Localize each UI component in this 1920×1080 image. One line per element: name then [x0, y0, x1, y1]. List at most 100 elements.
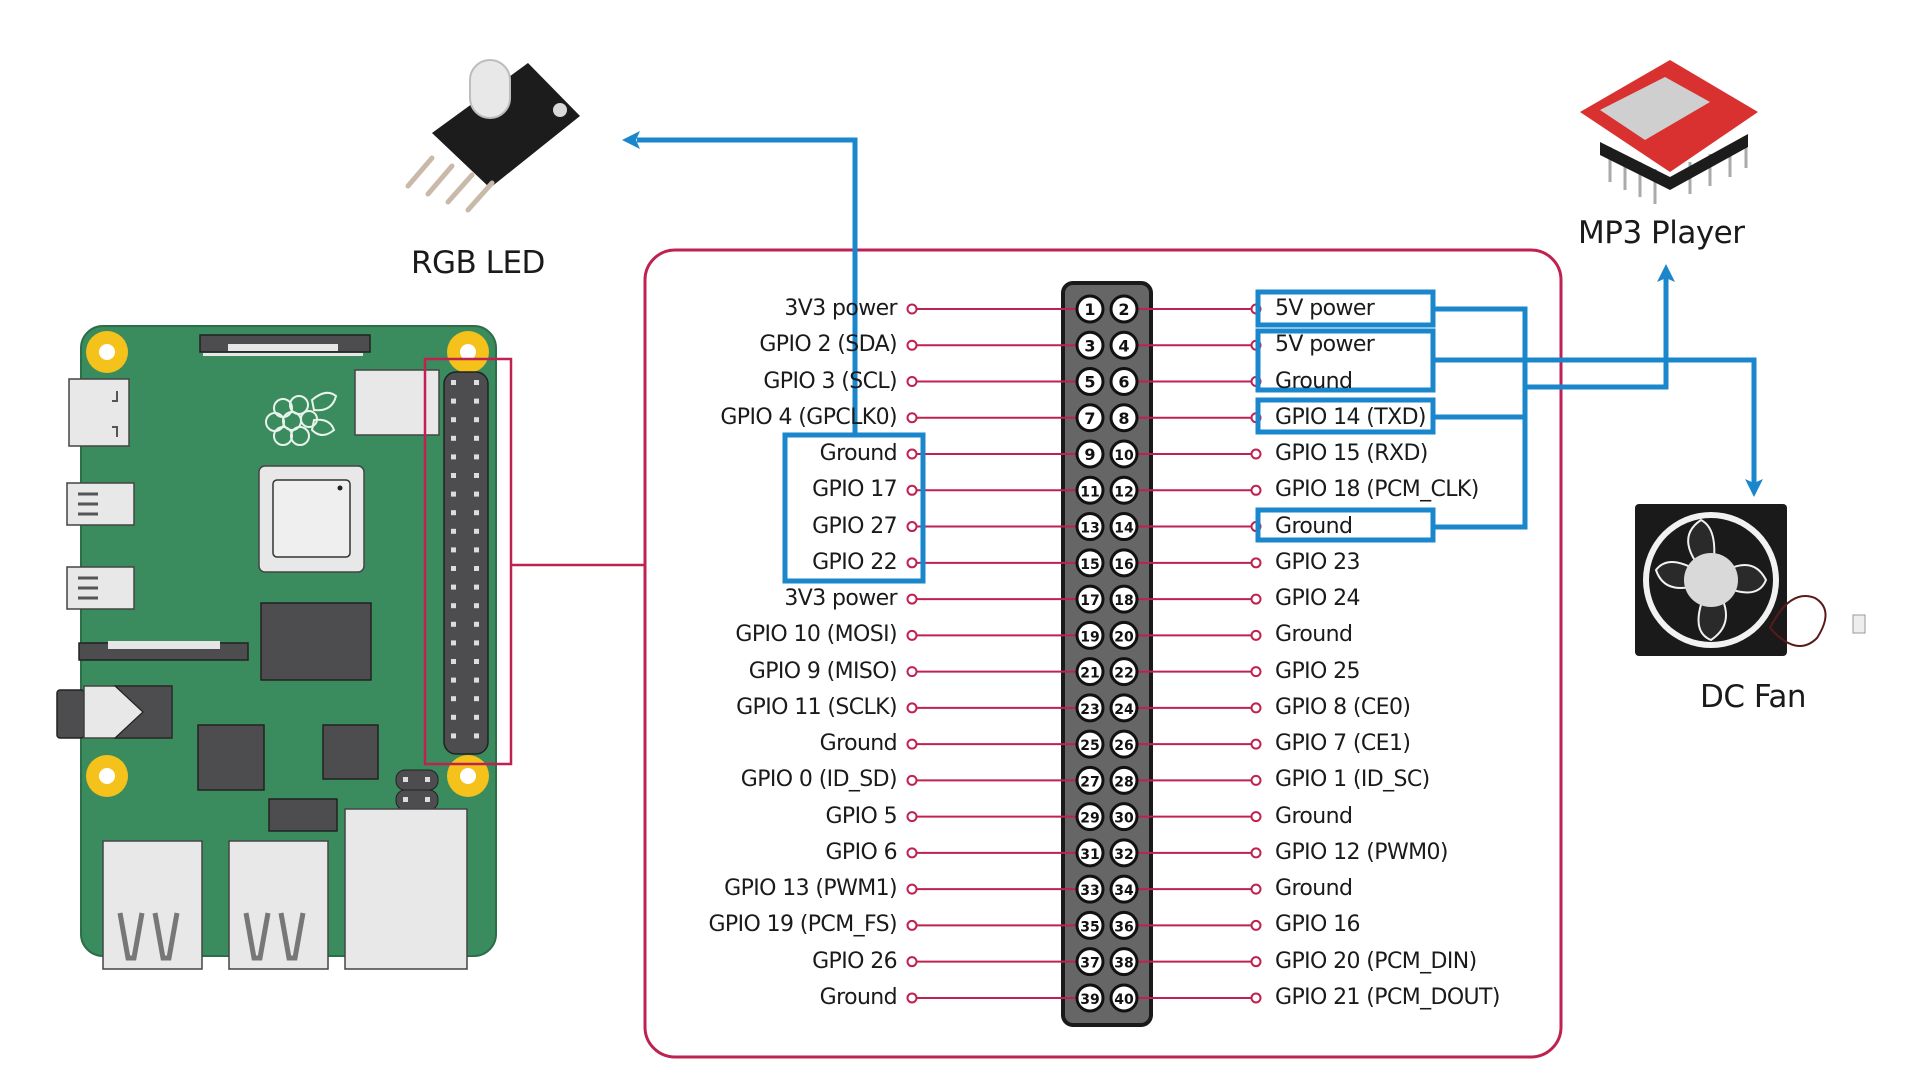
ram-chip [260, 602, 372, 681]
pin-number: 7 [1084, 409, 1095, 428]
pin-terminal-icon [1250, 738, 1262, 750]
pin-23 [1075, 693, 1105, 723]
gpio-highlight-box [423, 357, 513, 766]
pin-label-6: Ground [1275, 368, 1353, 394]
usb-c-port [68, 378, 130, 447]
pin-terminal-icon [906, 629, 918, 641]
pin-terminal-icon [1250, 666, 1262, 678]
pin-number: 23 [1080, 702, 1099, 718]
pin-terminal-icon [1250, 557, 1262, 569]
usb-controller-chip [197, 724, 265, 791]
pin-5 [1075, 367, 1105, 397]
pin-label-24: GPIO 8 (CE0) [1275, 694, 1411, 720]
pin-number: 8 [1118, 409, 1129, 428]
pin-label-19: GPIO 10 (MOSI) [735, 622, 897, 648]
pinout-frame [643, 248, 1563, 1059]
pin-terminal-icon [1250, 448, 1262, 460]
pin-1 [1075, 294, 1105, 324]
pin-label-18: GPIO 24 [1275, 586, 1361, 612]
pin-label-13: GPIO 27 [812, 513, 898, 539]
pin-39 [1075, 983, 1105, 1013]
pin-label-32: GPIO 12 (PWM0) [1275, 839, 1448, 865]
pin-number: 35 [1080, 919, 1099, 935]
ethernet-port [344, 808, 468, 970]
rgb-led-module [405, 59, 580, 213]
pin-22 [1109, 657, 1139, 687]
pin-label-22: GPIO 25 [1275, 658, 1361, 684]
pin-number: 10 [1114, 448, 1134, 464]
pin-12 [1109, 475, 1139, 505]
pin-number: 36 [1114, 919, 1133, 935]
pin-24 [1109, 693, 1139, 723]
pin-13 [1075, 512, 1105, 542]
usb-port [228, 840, 329, 970]
pin-number: 34 [1114, 883, 1134, 899]
pin-10 [1109, 439, 1139, 469]
pin-4 [1109, 330, 1139, 360]
pin-40 [1109, 983, 1139, 1013]
pin-label-7: GPIO 4 (GPCLK0) [720, 404, 897, 430]
pin-label-34: Ground [1275, 876, 1353, 902]
pin-number: 3 [1084, 336, 1095, 355]
pin-number: 13 [1080, 521, 1099, 537]
pin-label-2: 5V power [1275, 296, 1375, 321]
pin-terminal-icon [1250, 992, 1262, 1004]
pin-17 [1075, 584, 1105, 614]
pin-38 [1109, 947, 1139, 977]
pin-label-17: 3V3 power [784, 586, 897, 612]
pin-number: 31 [1080, 847, 1099, 863]
pin-number: 25 [1080, 738, 1099, 754]
pin-label-14: Ground [1275, 513, 1353, 539]
pin-terminal-icon [1250, 593, 1262, 605]
pin-number: 12 [1114, 484, 1133, 500]
pin-label-33: GPIO 13 (PWM1) [724, 876, 897, 902]
pin-number: 18 [1114, 593, 1133, 609]
pin-3 [1075, 330, 1105, 360]
pmic-chip [268, 798, 338, 832]
pin-11 [1075, 475, 1105, 505]
arrow-down-icon [1745, 479, 1763, 497]
wifi-module [354, 369, 440, 436]
pi-gpio-header [443, 371, 489, 755]
pin-36 [1109, 910, 1139, 940]
pin-terminal-icon [906, 738, 918, 750]
pin-label-16: GPIO 23 [1275, 549, 1361, 575]
pin-label-1: 3V3 power [784, 296, 897, 321]
pin-25 [1075, 729, 1105, 759]
led-bulb-icon [469, 59, 511, 119]
arrow-left-icon [622, 131, 640, 149]
pin-terminal-icon [1250, 811, 1262, 823]
pin-label-5: GPIO 3 (SCL) [763, 368, 897, 394]
pin-terminal-icon [906, 666, 918, 678]
pin-number: 16 [1114, 557, 1133, 573]
camera-connector [78, 641, 249, 661]
pin-35 [1075, 910, 1105, 940]
pin-20 [1109, 620, 1139, 650]
pin-terminal-icon [1250, 847, 1262, 859]
pin-number: 6 [1118, 373, 1129, 392]
pin-21 [1075, 657, 1105, 687]
pin-number: 4 [1118, 336, 1129, 355]
pin-number: 22 [1114, 666, 1133, 682]
pin-number: 14 [1114, 521, 1134, 537]
pin-8 [1109, 403, 1139, 433]
pin-terminal-icon [906, 956, 918, 968]
pin-label-40: GPIO 21 (PCM_DOUT) [1275, 984, 1500, 1010]
pin-34 [1109, 874, 1139, 904]
pin-label-26: GPIO 7 (CE1) [1275, 731, 1411, 757]
connection-wires [637, 137, 1757, 530]
pin-label-28: GPIO 1 (ID_SC) [1275, 767, 1430, 793]
pin-terminal-icon [1250, 919, 1262, 931]
pin-terminal-icon [906, 883, 918, 895]
pin-label-4: 5V power [1275, 332, 1375, 358]
pin-16 [1109, 548, 1139, 578]
fan-hub-icon [1684, 553, 1738, 607]
pin-label-35: GPIO 19 (PCM_FS) [708, 912, 897, 938]
pin-terminal-icon [906, 484, 918, 496]
wire-to-rgb-led [637, 137, 858, 435]
pin-29 [1075, 802, 1105, 832]
pin-number: 38 [1114, 956, 1133, 972]
pin-number: 27 [1080, 774, 1099, 790]
pin-number: 5 [1084, 373, 1095, 392]
